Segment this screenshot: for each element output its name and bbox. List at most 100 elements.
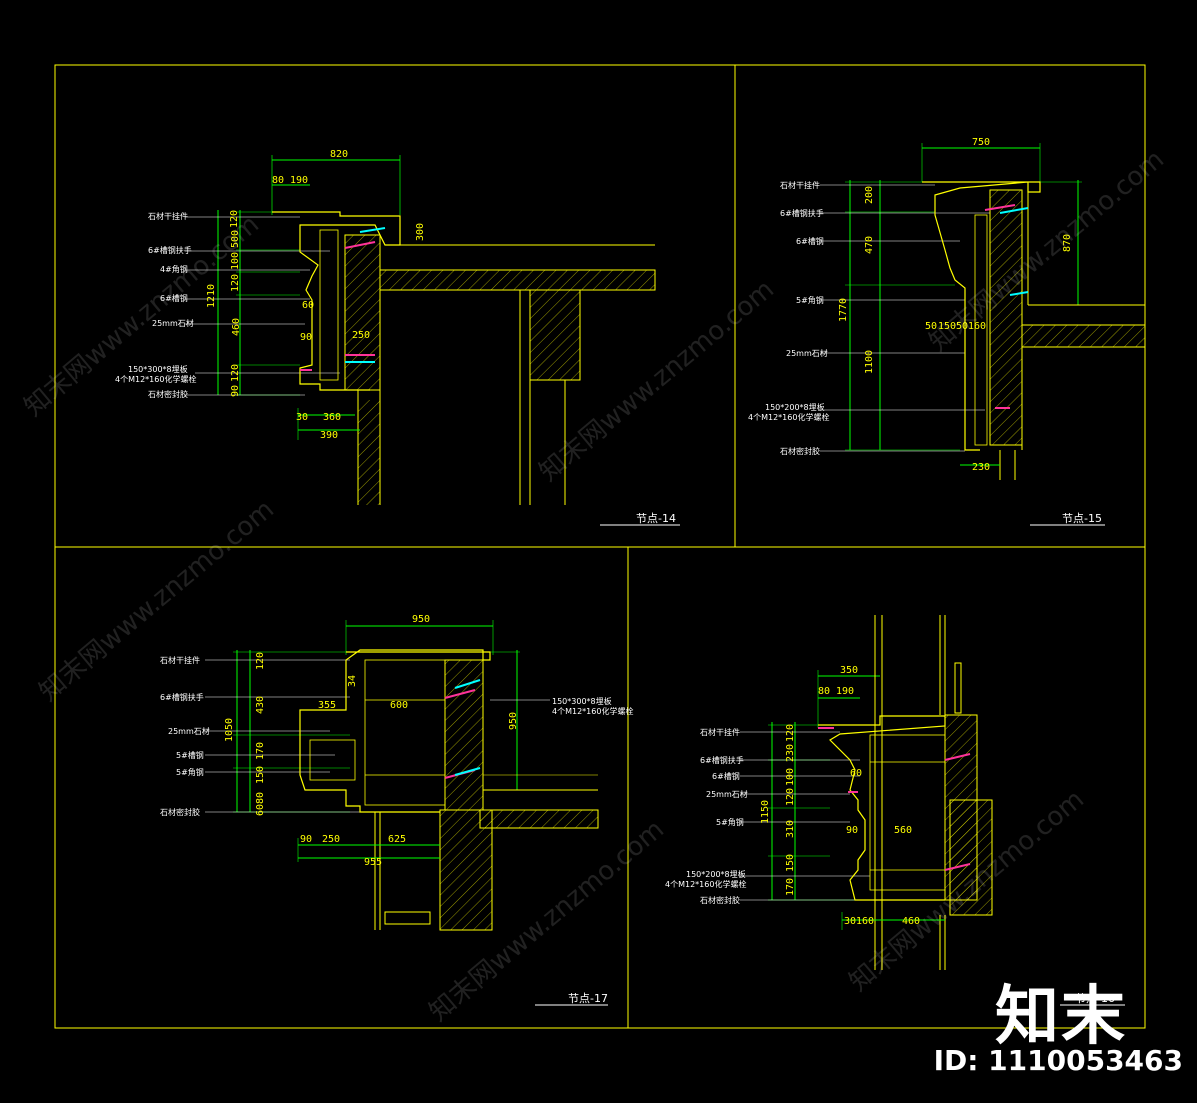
dim-16-60: 60 (850, 768, 862, 779)
dim-16-560: 560 (894, 825, 912, 836)
label-14-7: 4个M12*160化学螺栓 (115, 374, 196, 384)
label-17-4: 5#槽钢 (176, 750, 204, 760)
label-15-8: 石材密封胶 (780, 446, 820, 456)
dim-14-100: 100 (230, 252, 241, 270)
dim-15-50b: 50 (956, 321, 968, 332)
label-16-7: 4个M12*160化学螺栓 (665, 879, 746, 889)
dim-14-120c: 120 (230, 364, 241, 382)
dim-16-1150: 1150 (760, 800, 771, 824)
title-16: 节点-16 (1075, 992, 1115, 1005)
detail-17 (205, 620, 608, 1006)
label-15-4: 5#角钢 (796, 295, 824, 305)
detail-16 (740, 615, 1125, 1006)
dim-15-160: 160 (968, 321, 986, 332)
title-14: 节点-14 (636, 512, 676, 525)
dim-15-150: 150 (938, 321, 956, 332)
dim-14-90b: 90 (230, 385, 241, 397)
dim-16-120: 120 (785, 724, 796, 742)
panel-frame-16 (627, 546, 1146, 1029)
label-17-3: 25mm石材 (168, 726, 210, 736)
dim-15-870: 870 (1062, 234, 1073, 252)
label-14-8: 石材密封胶 (148, 389, 188, 399)
dim-17-950b: 950 (508, 712, 519, 730)
dim-17-170: 170 (255, 742, 266, 760)
label-16-8: 石材密封胶 (700, 895, 740, 905)
dim-17-150: 150 (255, 766, 266, 784)
label-14-1: 石材干挂件 (148, 211, 188, 221)
label-15-6: 150*200*8埋板 (765, 402, 825, 412)
dim-17-1050: 1050 (224, 718, 235, 742)
label-15-3: 6#槽钢 (796, 236, 824, 246)
label-17-6: 石材密封胶 (160, 807, 200, 817)
dim-14-360: 360 (323, 412, 341, 423)
dim-15-750: 750 (972, 137, 990, 148)
label-17-8: 4个M12*160化学螺栓 (552, 706, 633, 716)
dim-15-50: 50 (925, 321, 937, 332)
dim-16-460: 460 (902, 916, 920, 927)
dim-16-230: 230 (785, 744, 796, 762)
dim-16-350: 350 (840, 665, 858, 676)
panel-frame-15 (734, 64, 1146, 548)
label-14-3: 4#角钢 (160, 264, 188, 274)
dim-14-80: 80 (272, 175, 284, 186)
label-17-5: 5#角钢 (176, 767, 204, 777)
dim-14-120a: 120 (229, 210, 240, 228)
dim-14-120b: 120 (230, 274, 241, 292)
dim-14-250: 250 (352, 330, 370, 341)
dim-15-1100: 1100 (864, 350, 875, 374)
dim-17-600: 600 (390, 700, 408, 711)
dim-15-470: 470 (864, 236, 875, 254)
label-14-5: 25mm石材 (152, 318, 194, 328)
label-14-2: 6#槽钢扶手 (148, 245, 192, 255)
dim-17-80: 80 (255, 792, 266, 804)
dim-17-120: 120 (255, 652, 266, 670)
label-15-1: 石材干挂件 (780, 180, 820, 190)
dim-16-90: 90 (846, 825, 858, 836)
dim-16-80: 80 (818, 686, 830, 697)
dim-15-200: 200 (864, 186, 875, 204)
detail-14 (185, 155, 680, 526)
dim-17-250: 250 (322, 834, 340, 845)
dim-16-170: 170 (785, 878, 796, 896)
dim-16-150: 150 (785, 854, 796, 872)
dim-14-390: 390 (320, 430, 338, 441)
dim-14-500: 500 (230, 230, 241, 248)
dim-15-1770: 1770 (838, 298, 849, 322)
image-id-label: ID: 1110053463 (933, 1044, 1183, 1077)
dim-14-190: 190 (290, 175, 308, 186)
label-16-2: 6#槽钢扶手 (700, 755, 744, 765)
dim-16-100: 100 (785, 768, 796, 786)
dim-17-950: 950 (412, 614, 430, 625)
dim-16-120b: 120 (785, 788, 796, 806)
title-17: 节点-17 (568, 992, 608, 1005)
dim-17-34: 34 (347, 675, 358, 687)
dim-17-430: 430 (255, 696, 266, 714)
dim-17-90: 90 (300, 834, 312, 845)
dim-14-820: 820 (330, 149, 348, 160)
label-16-4: 25mm石材 (706, 789, 748, 799)
label-14-4: 6#槽钢 (160, 293, 188, 303)
label-15-7: 4个M12*160化学螺栓 (748, 412, 829, 422)
dim-16-310: 310 (785, 820, 796, 838)
label-17-2: 6#槽钢扶手 (160, 692, 204, 702)
label-16-3: 6#槽钢 (712, 771, 740, 781)
dim-17-625: 625 (388, 834, 406, 845)
dim-14-460: 460 (231, 318, 242, 336)
dim-17-60: 60 (255, 804, 266, 816)
dim-14-90: 90 (300, 332, 312, 343)
dim-14-300: 300 (415, 223, 426, 241)
label-15-5: 25mm石材 (786, 348, 828, 358)
label-16-1: 石材干挂件 (700, 727, 740, 737)
dim-15-230: 230 (972, 462, 990, 473)
dim-16-30: 30 (844, 916, 856, 927)
dim-14-1210: 1210 (206, 284, 217, 308)
label-16-6: 150*200*8埋板 (686, 869, 746, 879)
brand-logo-text: 知末 (995, 980, 1127, 1054)
label-15-2: 6#槽钢扶手 (780, 208, 824, 218)
dim-16-190: 190 (836, 686, 854, 697)
dim-14-60: 60 (302, 300, 314, 311)
dim-17-355: 355 (318, 700, 336, 711)
label-17-7: 150*300*8埋板 (552, 696, 612, 706)
dim-16-160: 160 (856, 916, 874, 927)
